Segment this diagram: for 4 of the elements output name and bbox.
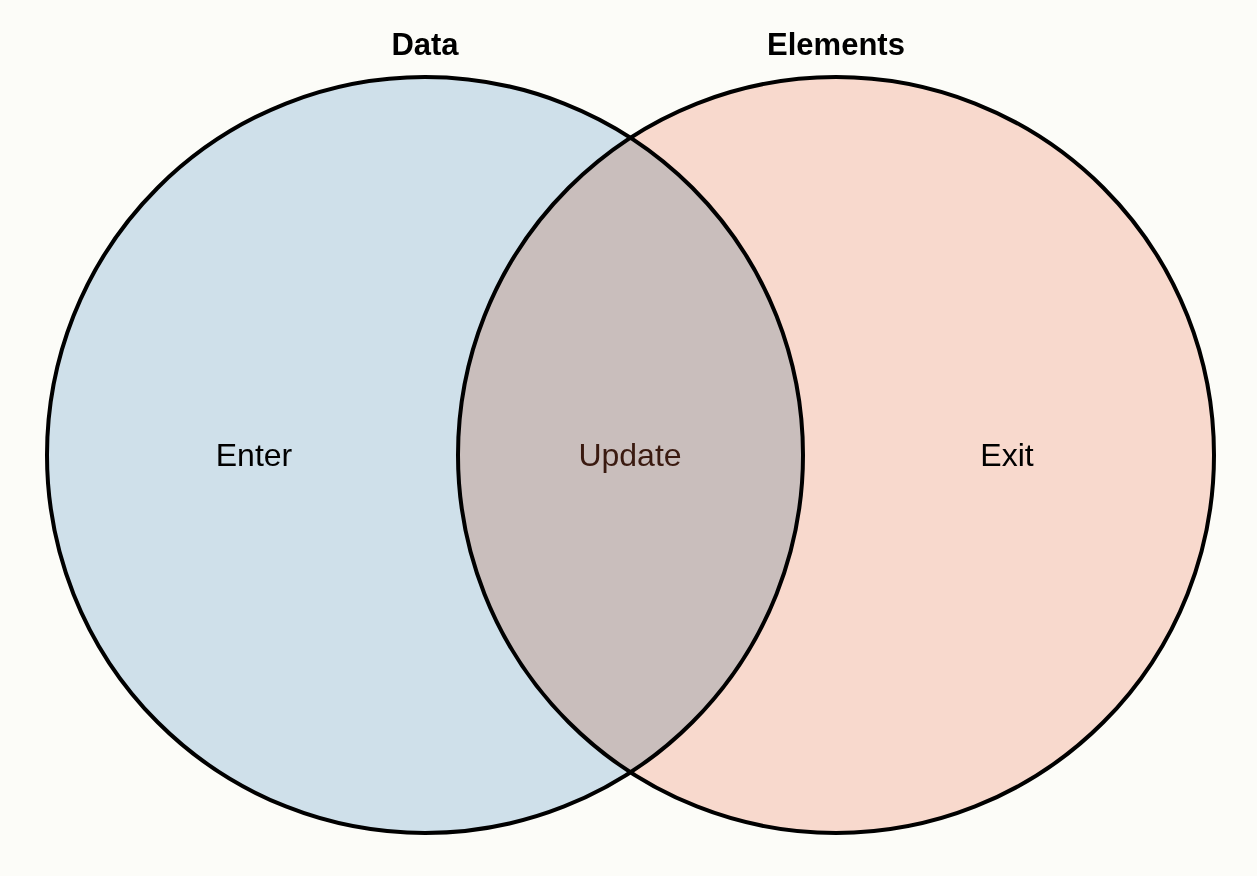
region-label: Update [578,437,682,473]
region-label: Enter [215,437,293,473]
region-label: Exit [980,437,1034,473]
set-title: Elements [766,27,906,63]
